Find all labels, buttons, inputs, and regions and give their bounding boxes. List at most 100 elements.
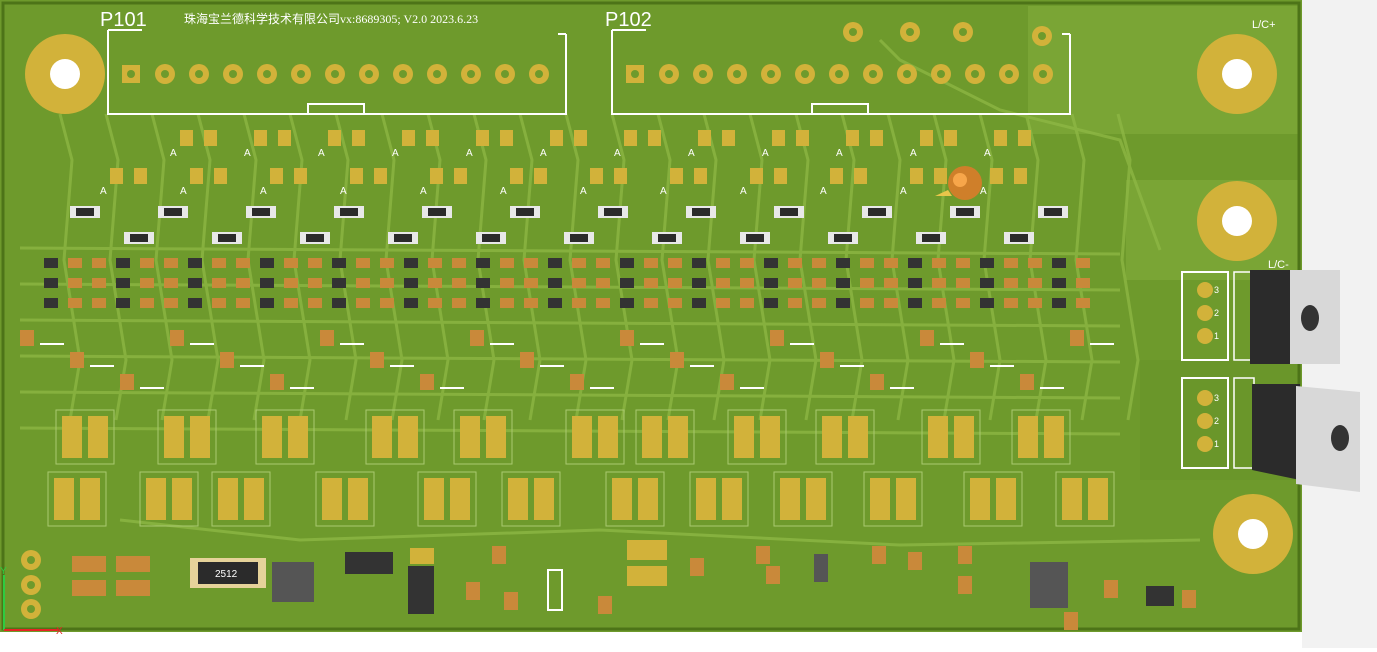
smd-pad	[430, 168, 443, 184]
inductor-pad	[288, 416, 308, 458]
smd-pad	[270, 168, 283, 184]
bottom-smd-chip	[492, 546, 506, 564]
smd-chip	[788, 298, 802, 308]
smd-chip	[188, 258, 202, 268]
inductor-pad	[1062, 478, 1082, 520]
pin-drill	[1038, 32, 1046, 40]
smd-chip	[548, 258, 562, 268]
resistor-2512-marking: 2512	[215, 569, 238, 580]
smd-chip	[644, 278, 658, 288]
smd-chip	[908, 258, 922, 268]
bottom-smd-chip	[958, 546, 972, 564]
inductor-outline	[417, 471, 477, 527]
smd-pad	[190, 168, 203, 184]
smd-chip	[404, 298, 418, 308]
pin-drill	[631, 70, 639, 78]
header-p102-pins	[626, 64, 1053, 84]
connector-j1-pin: 2	[1214, 308, 1219, 318]
smd-pad	[134, 168, 147, 184]
vendor-silkscreen-text: 珠海宝兰德科学技术有限公司vx:8689305; V2.0 2023.6.23	[184, 11, 478, 26]
tantalum-cap	[1070, 330, 1084, 346]
smd-pad	[846, 130, 859, 146]
smd-chip	[1004, 298, 1018, 308]
diode-pad-label: A	[244, 148, 251, 159]
smd-chip	[956, 278, 970, 288]
inductor-pad	[954, 416, 974, 458]
smd-diode-core	[218, 234, 236, 242]
smd-chip	[1076, 278, 1090, 288]
smd-chip	[980, 298, 994, 308]
pin-drill	[665, 70, 673, 78]
smd-chip	[284, 258, 298, 268]
smd-chip	[140, 278, 154, 288]
smd-chip	[836, 278, 850, 288]
smd-chip	[236, 278, 250, 288]
inductor-pad	[970, 478, 990, 520]
inductor-pad	[642, 416, 662, 458]
smd-chip	[92, 278, 106, 288]
probe-highlight-core	[953, 173, 967, 187]
inductor-pad	[806, 478, 826, 520]
diode-pad-label: A	[170, 148, 177, 159]
pin-drill	[767, 70, 775, 78]
inductor-outline	[453, 409, 513, 465]
smd-diode-core	[252, 208, 270, 216]
inductor-outline	[55, 409, 115, 465]
tantalum-cap	[770, 330, 784, 346]
smd-chip	[308, 258, 322, 268]
smd-chip	[644, 258, 658, 268]
smd-pad	[550, 130, 563, 146]
smd-chip	[956, 298, 970, 308]
to220-regulator-1	[1250, 270, 1340, 364]
pin-drill	[733, 70, 741, 78]
inductor-pad	[398, 416, 418, 458]
smd-chip	[668, 278, 682, 288]
smd-diode-row	[70, 206, 1068, 244]
tantalum-cap	[1020, 374, 1034, 390]
smd-pad	[454, 168, 467, 184]
smd-pad	[374, 168, 387, 184]
inductor-pad	[668, 416, 688, 458]
diode-pad-label: A	[660, 186, 667, 197]
tantalum-capacitor-row	[20, 330, 1114, 390]
diode-pad-label: A	[900, 186, 907, 197]
trace	[656, 113, 680, 421]
smd-chip	[812, 278, 826, 288]
smd-chip	[476, 298, 490, 308]
diode-pad-label: A	[614, 148, 621, 159]
smd-chip	[692, 278, 706, 288]
smd-diode-core	[1044, 208, 1062, 216]
pin-drill	[903, 70, 911, 78]
smd-chip	[1052, 298, 1066, 308]
smd-chip	[548, 298, 562, 308]
trace	[878, 38, 1162, 251]
inductor-pad	[372, 416, 392, 458]
tantalum-cap	[120, 374, 134, 390]
smd-chip	[932, 258, 946, 268]
inductor-outline	[157, 409, 217, 465]
diode-pad-label: A	[762, 148, 769, 159]
smd-chip	[908, 298, 922, 308]
inductor-outline	[773, 471, 833, 527]
diode-pad-label: A	[836, 148, 843, 159]
diode-pad-label: A	[980, 186, 987, 197]
inductor-pad	[780, 478, 800, 520]
diode-pad-label: A	[500, 186, 507, 197]
smd-chip	[692, 258, 706, 268]
smd-diode-core	[340, 208, 358, 216]
smd-chip	[884, 278, 898, 288]
smd-pad	[328, 130, 341, 146]
pin-drill	[263, 70, 271, 78]
smd-chip	[668, 258, 682, 268]
bottom-smd-chip	[756, 546, 770, 564]
pin-drill	[501, 70, 509, 78]
smd-chip	[44, 298, 58, 308]
smd-chip	[332, 298, 346, 308]
inductor-pad	[424, 478, 444, 520]
bottom-smd-chip	[908, 552, 922, 570]
bottom-smd-chip	[1104, 580, 1118, 598]
pin-drill	[195, 70, 203, 78]
smd-diode-core	[516, 208, 534, 216]
inductor-pad	[896, 478, 916, 520]
smd-pad	[796, 130, 809, 146]
